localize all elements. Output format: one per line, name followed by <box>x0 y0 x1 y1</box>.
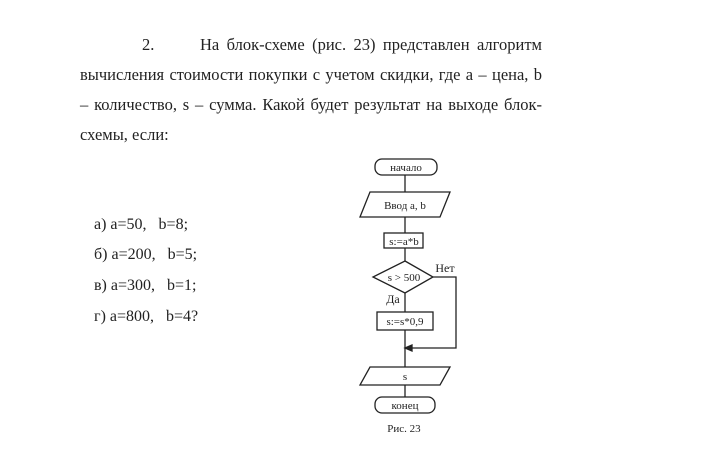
output-label: s <box>403 371 407 383</box>
option-d: г) a=800, b=4? <box>94 308 199 325</box>
input-label: Ввод a, b <box>384 200 426 212</box>
end-block <box>374 396 436 414</box>
start-label: начало <box>390 162 422 174</box>
option-c: в) a=300, b=1; <box>94 277 197 294</box>
yes-label: Да <box>386 292 400 306</box>
discount-label: s:=s*0,9 <box>386 316 424 328</box>
task-number: 2. <box>142 35 155 54</box>
condition-block <box>371 260 435 294</box>
discount-block <box>376 311 434 331</box>
end-label: конец <box>392 400 419 412</box>
junction-arrow-icon <box>403 344 413 352</box>
no-label: Нет <box>435 261 455 275</box>
task-text-line-2: вычисления стоимости покупки с учетом ск… <box>80 65 542 84</box>
figure-caption: Рис. 23 <box>387 423 421 435</box>
option-a: а) a=50, b=8; <box>94 216 189 233</box>
task-text-line-1: На блок-схеме (рис. 23) представлен алго… <box>200 35 542 54</box>
task-text-line-4: схемы, если: <box>80 125 169 144</box>
condition-label: s > 500 <box>388 272 421 284</box>
output-block <box>358 366 452 386</box>
option-b: б) a=200, b=5; <box>94 246 198 263</box>
start-block <box>374 158 438 176</box>
assign-block <box>383 232 424 249</box>
no-branch-connector <box>405 276 457 349</box>
assign-label: s:=a*b <box>389 236 419 248</box>
input-block <box>359 191 451 218</box>
task-text-line-3: – количество, s – сумма. Какой будет рез… <box>80 95 542 114</box>
